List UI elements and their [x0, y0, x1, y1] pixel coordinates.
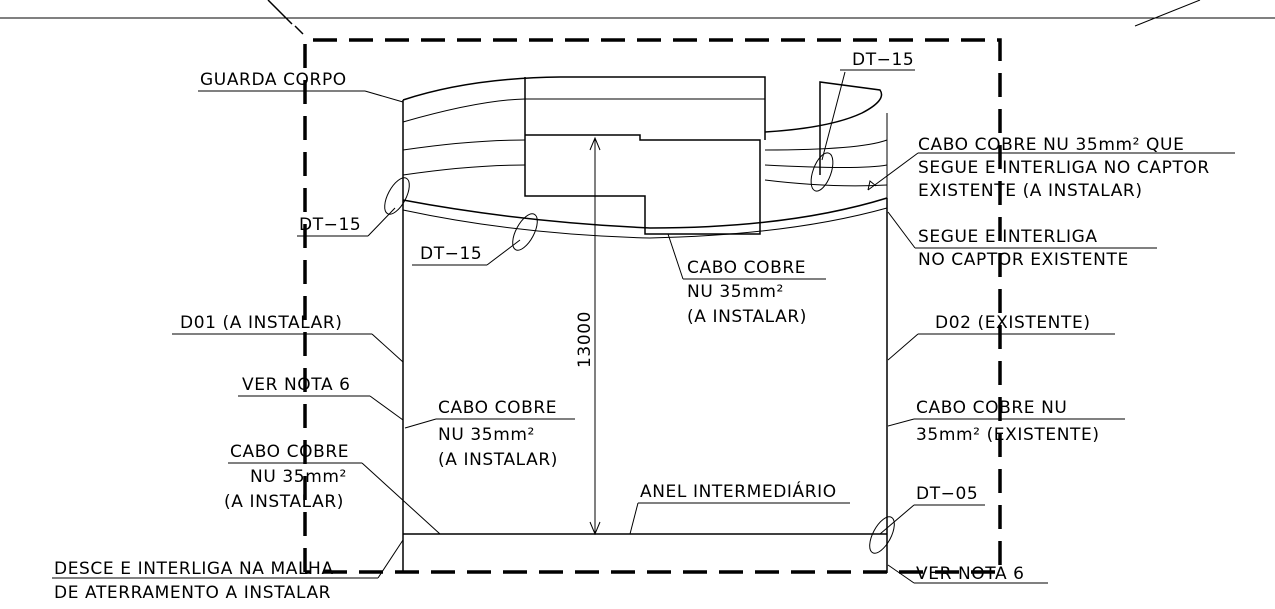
label-cabo-center-3: (A INSTALAR): [687, 307, 807, 327]
label-cabo-low-1: CABO COBRE: [230, 442, 349, 462]
label-cabo-mid-3: (A INSTALAR): [438, 450, 558, 470]
label-anel: ANEL INTERMEDIÁRIO: [640, 480, 837, 502]
label-cabo-center-1: CABO COBRE: [687, 258, 806, 278]
label-cabo-low-3: (A INSTALAR): [224, 492, 344, 512]
label-desce-2: DE ATERRAMENTO A INSTALAR: [54, 583, 331, 603]
label-ver-nota-right: VER NOTA 6: [916, 564, 1025, 584]
label-dt15-left: DT−15: [299, 215, 361, 235]
guard-rail: [402, 76, 888, 239]
leaders: [52, 69, 1235, 584]
label-guarda-corpo: GUARDA CORPO: [200, 70, 347, 90]
label-cabo-right-1: CABO COBRE NU: [916, 398, 1067, 418]
label-d02: D02 (EXISTENTE): [935, 313, 1091, 333]
height-dimension: 13000: [575, 136, 601, 536]
label-ver-nota-left: VER NOTA 6: [242, 375, 351, 395]
label-cabo-low-2: NU 35mm²: [250, 467, 347, 487]
label-dt15-mid: DT−15: [420, 244, 482, 264]
reference-lines: [0, 0, 1275, 35]
dimension-value: 13000: [575, 311, 595, 368]
label-cabo-captor-1: CABO COBRE NU 35mm² QUE: [918, 135, 1184, 155]
annotations: GUARDA CORPO DT−15 CABO COBRE NU 35mm² Q…: [54, 50, 1210, 603]
label-dt05: DT−05: [916, 484, 978, 504]
tank-body: [402, 100, 888, 573]
label-cabo-mid-1: CABO COBRE: [438, 398, 557, 418]
label-desce-1: DESCE E INTERLIGA NA MALHA: [54, 559, 334, 579]
label-segue-1: SEGUE E INTERLIGA: [918, 227, 1098, 247]
label-cabo-right-2: 35mm² (EXISTENTE): [916, 425, 1100, 445]
inspection-points: [384, 152, 895, 554]
label-dt15-top: DT−15: [852, 50, 914, 70]
label-cabo-captor-3: EXISTENTE (A INSTALAR): [918, 181, 1143, 201]
label-cabo-mid-2: NU 35mm²: [438, 425, 535, 445]
label-cabo-center-2: NU 35mm²: [687, 282, 784, 302]
notched-cable-path: [524, 134, 761, 235]
label-cabo-captor-2: SEGUE E INTERLIGA NO CAPTOR: [918, 158, 1210, 178]
dashed-boundary: [303, 38, 1002, 574]
label-d01: D01 (A INSTALAR): [180, 313, 343, 333]
label-segue-2: NO CAPTOR EXISTENTE: [918, 250, 1129, 270]
